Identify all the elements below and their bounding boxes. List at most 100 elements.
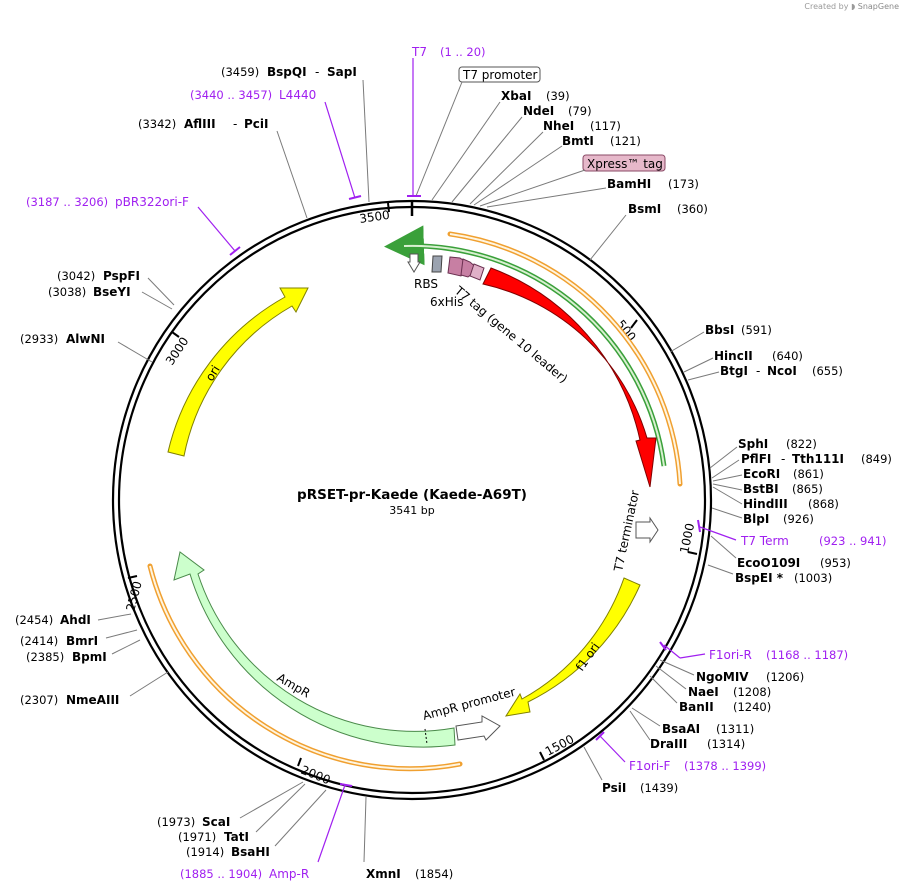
site-bstbi[interactable]: BstBI(865)	[712, 482, 823, 496]
site-hindiii-text: (868)	[808, 497, 839, 511]
tick-3500	[387, 202, 390, 213]
xpress-tag-label: Xpress™ tag	[587, 157, 663, 171]
site-bsmi-text: (360)	[677, 202, 708, 216]
site-ngomiv-line	[659, 659, 695, 676]
site-bspei-line	[707, 564, 734, 575]
primer-amp-r[interactable]: (1885 .. 1904) Amp-R	[180, 783, 353, 881]
site-ndei[interactable]: NdeI(79)	[451, 104, 592, 203]
site-pflfi[interactable]: PflFI- Tth111I(849)	[711, 452, 892, 479]
feature-ori[interactable]	[167, 287, 309, 457]
primer-f1ori-r-name: F1ori-R	[709, 648, 752, 662]
site-ndei-text: NdeI	[523, 104, 554, 118]
feature-label-rbs: RBS	[414, 277, 438, 291]
site-sphi-text: SphI	[738, 437, 768, 451]
site-bmri[interactable]: (2414)BmrI	[20, 629, 138, 648]
site-bpmi[interactable]: (2385) BpmI	[26, 639, 141, 664]
site-psii-text: PsiI	[602, 781, 626, 795]
feature-f1-ori[interactable]	[504, 577, 641, 717]
site-bspqi-sapi[interactable]: (3459)BspQI -SapI	[221, 65, 370, 203]
primer-f1ori-f[interactable]: F1ori-F (1378 .. 1399)	[595, 731, 766, 773]
primer-l4440-line	[348, 195, 362, 200]
site-draiii[interactable]: DraIII(1314)	[629, 710, 745, 751]
feature-rbs[interactable]	[407, 253, 421, 273]
site-bpmi-text: BpmI	[72, 650, 107, 664]
site-draiii-line	[629, 710, 651, 741]
site-bsmi[interactable]: BsmI(360)	[589, 202, 708, 261]
site-ngomiv-text: (1206)	[766, 670, 804, 684]
primer-f1ori-r-line	[663, 644, 681, 659]
t7-promoter-box[interactable]	[458, 66, 541, 83]
site-bsahi-text: (1914)	[186, 845, 224, 859]
feature-ampr-promoter[interactable]	[455, 715, 501, 741]
site-banii[interactable]: BanII(1240)	[649, 675, 771, 714]
site-ecori[interactable]: EcoRI(861)	[712, 467, 824, 482]
tick-1500	[539, 751, 545, 761]
site-bbsi[interactable]: BbsI(591)	[669, 323, 772, 353]
feature-kaede[interactable]	[482, 267, 657, 488]
site-naei[interactable]: NaeI(1208)	[655, 665, 771, 699]
site-bpmi-text: (2385)	[26, 650, 64, 664]
primer-l4440[interactable]: (3440 .. 3457) L4440	[190, 88, 362, 200]
site-xbai[interactable]: XbaI(39)	[431, 89, 570, 201]
feature-ampr[interactable]	[173, 551, 456, 748]
feature-6xhis[interactable]	[431, 255, 443, 273]
site-scai-line	[239, 781, 304, 819]
tick-label-1000: 1000	[677, 522, 697, 555]
site-ngomiv[interactable]: NgoMIV(1206)	[659, 659, 804, 684]
feature-t7-terminator[interactable]	[635, 516, 659, 544]
site-sphi[interactable]: SphI (822)	[709, 437, 817, 469]
tick-1000	[687, 551, 698, 555]
site-ecoo109i[interactable]: EcoO109I(953)	[710, 535, 851, 570]
site-tati-text: (1971)	[178, 830, 216, 844]
site-pflfi-text: (849)	[861, 452, 892, 466]
primer-t7-term-line	[699, 526, 737, 541]
primer-t7-term[interactable]: T7 Term (923 .. 941)	[697, 519, 887, 548]
site-pspfi[interactable]: (3042) PspFI	[57, 269, 175, 306]
primer-t7[interactable]: T7 (1 .. 20)	[407, 45, 486, 197]
primer-f1ori-r[interactable]: F1ori-R (1168 .. 1187)	[659, 641, 848, 662]
site-ndei-line	[451, 116, 523, 203]
primer-t7-term-line	[697, 519, 701, 533]
site-bseyi-text: BseYI	[93, 285, 131, 299]
site-bseyi-line	[141, 291, 173, 310]
site-hincii[interactable]: HincII(640)	[683, 349, 803, 373]
site-pspfi-text: PspFI	[103, 269, 140, 283]
site-bsahi[interactable]: (1914)BsaHI	[186, 789, 327, 859]
xpress-tag-box[interactable]	[582, 154, 666, 172]
site-psii[interactable]: PsiI(1439)	[583, 746, 678, 795]
site-pspfi-text: (3042)	[57, 269, 95, 283]
site-alwni[interactable]: (2933)AlwNI	[20, 332, 153, 363]
site-tati[interactable]: (1971)TatI	[178, 783, 306, 844]
site-btgi-ncoi-text: -	[756, 364, 760, 378]
site-alwni-text: AlwNI	[66, 332, 105, 346]
site-bbsi-text: (591)	[741, 323, 772, 337]
site-blpi[interactable]: BlpI(926)	[711, 507, 814, 526]
site-bamhi[interactable]: BamHI(173)	[486, 177, 699, 208]
feature-t7-tag-small[interactable]	[469, 263, 485, 281]
site-pflfi-text: Tth111I	[792, 452, 844, 466]
site-nhei[interactable]: NheI(117)	[469, 119, 621, 205]
primer-pbr322ori-f[interactable]: (3187 .. 3206) pBR322ori-F	[26, 195, 241, 256]
site-btgi-ncoi[interactable]: BtgI- NcoI(655)	[687, 364, 843, 381]
feature-label-t7-tag: T7 tag (gene 10 leader)	[451, 283, 570, 386]
site-hindiii[interactable]: HindIII(868)	[712, 486, 839, 511]
site-bmti[interactable]: BmtI (121)	[473, 134, 641, 206]
site-bamhi-text: BamHI	[607, 177, 651, 191]
site-nhei-line	[469, 131, 544, 205]
site-bmti-text: (121)	[610, 134, 641, 148]
site-nmeaiii[interactable]: (2307)NmeAIII	[20, 671, 169, 707]
site-xmni[interactable]: XmnI(1854)	[363, 796, 453, 881]
site-bsaai[interactable]: BsaAI(1311)	[631, 707, 754, 736]
site-draiii-text: (1314)	[707, 737, 745, 751]
site-bmti-line	[473, 145, 563, 206]
primer-amp-r-name: Amp-R	[269, 867, 309, 881]
site-bseyi[interactable]: (3038)BseYI	[48, 285, 173, 310]
site-naei-line	[655, 665, 687, 690]
site-sphi-text: (822)	[786, 437, 817, 451]
site-afliii-pcii[interactable]: (3342)AflIII -PciI	[138, 117, 308, 219]
snapgene-credit: Created by ◗ SnapGene	[804, 2, 899, 11]
site-scai[interactable]: (1973)ScaI	[157, 781, 304, 829]
site-bspei[interactable]: BspEI *(1003)	[707, 564, 832, 585]
site-bmti-text: BmtI	[562, 134, 594, 148]
site-ahdi[interactable]: (2454)AhdI	[15, 613, 132, 627]
